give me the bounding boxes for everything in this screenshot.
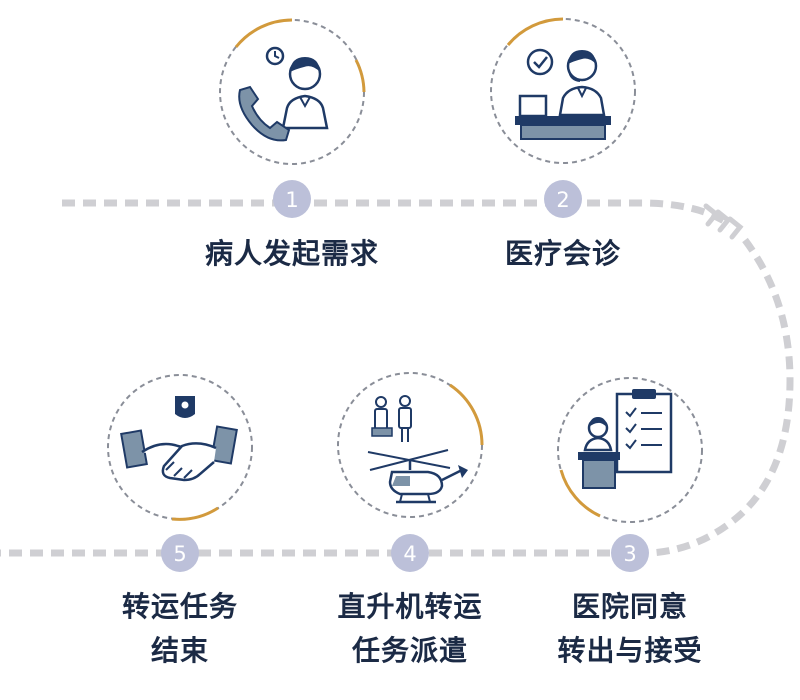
step-4-label-line-2: 任务派遣 <box>351 634 468 667</box>
step-4-badge <box>391 534 429 572</box>
flow-path-right-curve <box>649 237 794 557</box>
flow-direction-chevrons-icon <box>703 203 744 240</box>
step-1-label: 病人发起需求 <box>172 232 412 276</box>
flow-path <box>0 199 794 557</box>
step-4-label-line-1: 直升机转运 <box>337 590 483 623</box>
helicopter-dispatch-icon <box>367 395 468 504</box>
step-5-badge <box>161 534 199 572</box>
step-1-badge <box>273 180 311 218</box>
step-2-accent-arc <box>506 17 564 46</box>
step-4: 4 <box>337 372 484 572</box>
step-4-label: 直升机转运 任务派遣 <box>300 585 520 673</box>
step-3-label-line-2: 转出与接受 <box>557 634 703 667</box>
consultation-desk-icon <box>515 48 611 140</box>
flow-path-top <box>62 199 733 228</box>
step-3-accent-arc <box>559 469 601 518</box>
handshake-icon <box>120 396 238 482</box>
step-4-number: 4 <box>403 542 416 566</box>
step-1-label-line-1: 病人发起需求 <box>204 237 379 270</box>
step-5-label-line-1: 转运任务 <box>121 590 238 623</box>
step-2: 2 <box>490 17 636 218</box>
step-1-number: 1 <box>285 188 298 212</box>
step-2-number: 2 <box>556 188 569 212</box>
step-5: 5 <box>107 374 253 572</box>
step-5-accent-arc <box>171 506 219 521</box>
step-1-accent-arc <box>234 18 293 48</box>
step-3-badge <box>611 534 649 572</box>
step-5-label-line-2: 结束 <box>150 634 209 667</box>
step-5-label: 转运任务 结束 <box>90 585 270 673</box>
step-2-badge <box>544 180 582 218</box>
step-3-label-line-1: 医院同意 <box>571 590 688 623</box>
step-5-number: 5 <box>173 542 186 566</box>
step-1: 1 <box>219 18 366 218</box>
step-3-label: 医院同意 转出与接受 <box>530 585 730 673</box>
step-4-accent-arc <box>449 383 484 446</box>
step-3-number: 3 <box>623 542 636 566</box>
step-3: 3 <box>557 377 703 572</box>
step-2-label-line-1: 医疗会诊 <box>504 237 621 270</box>
step-2-label: 医疗会诊 <box>463 232 663 276</box>
phone-call-agent-icon <box>238 46 329 142</box>
clipboard-reception-icon <box>578 389 673 489</box>
